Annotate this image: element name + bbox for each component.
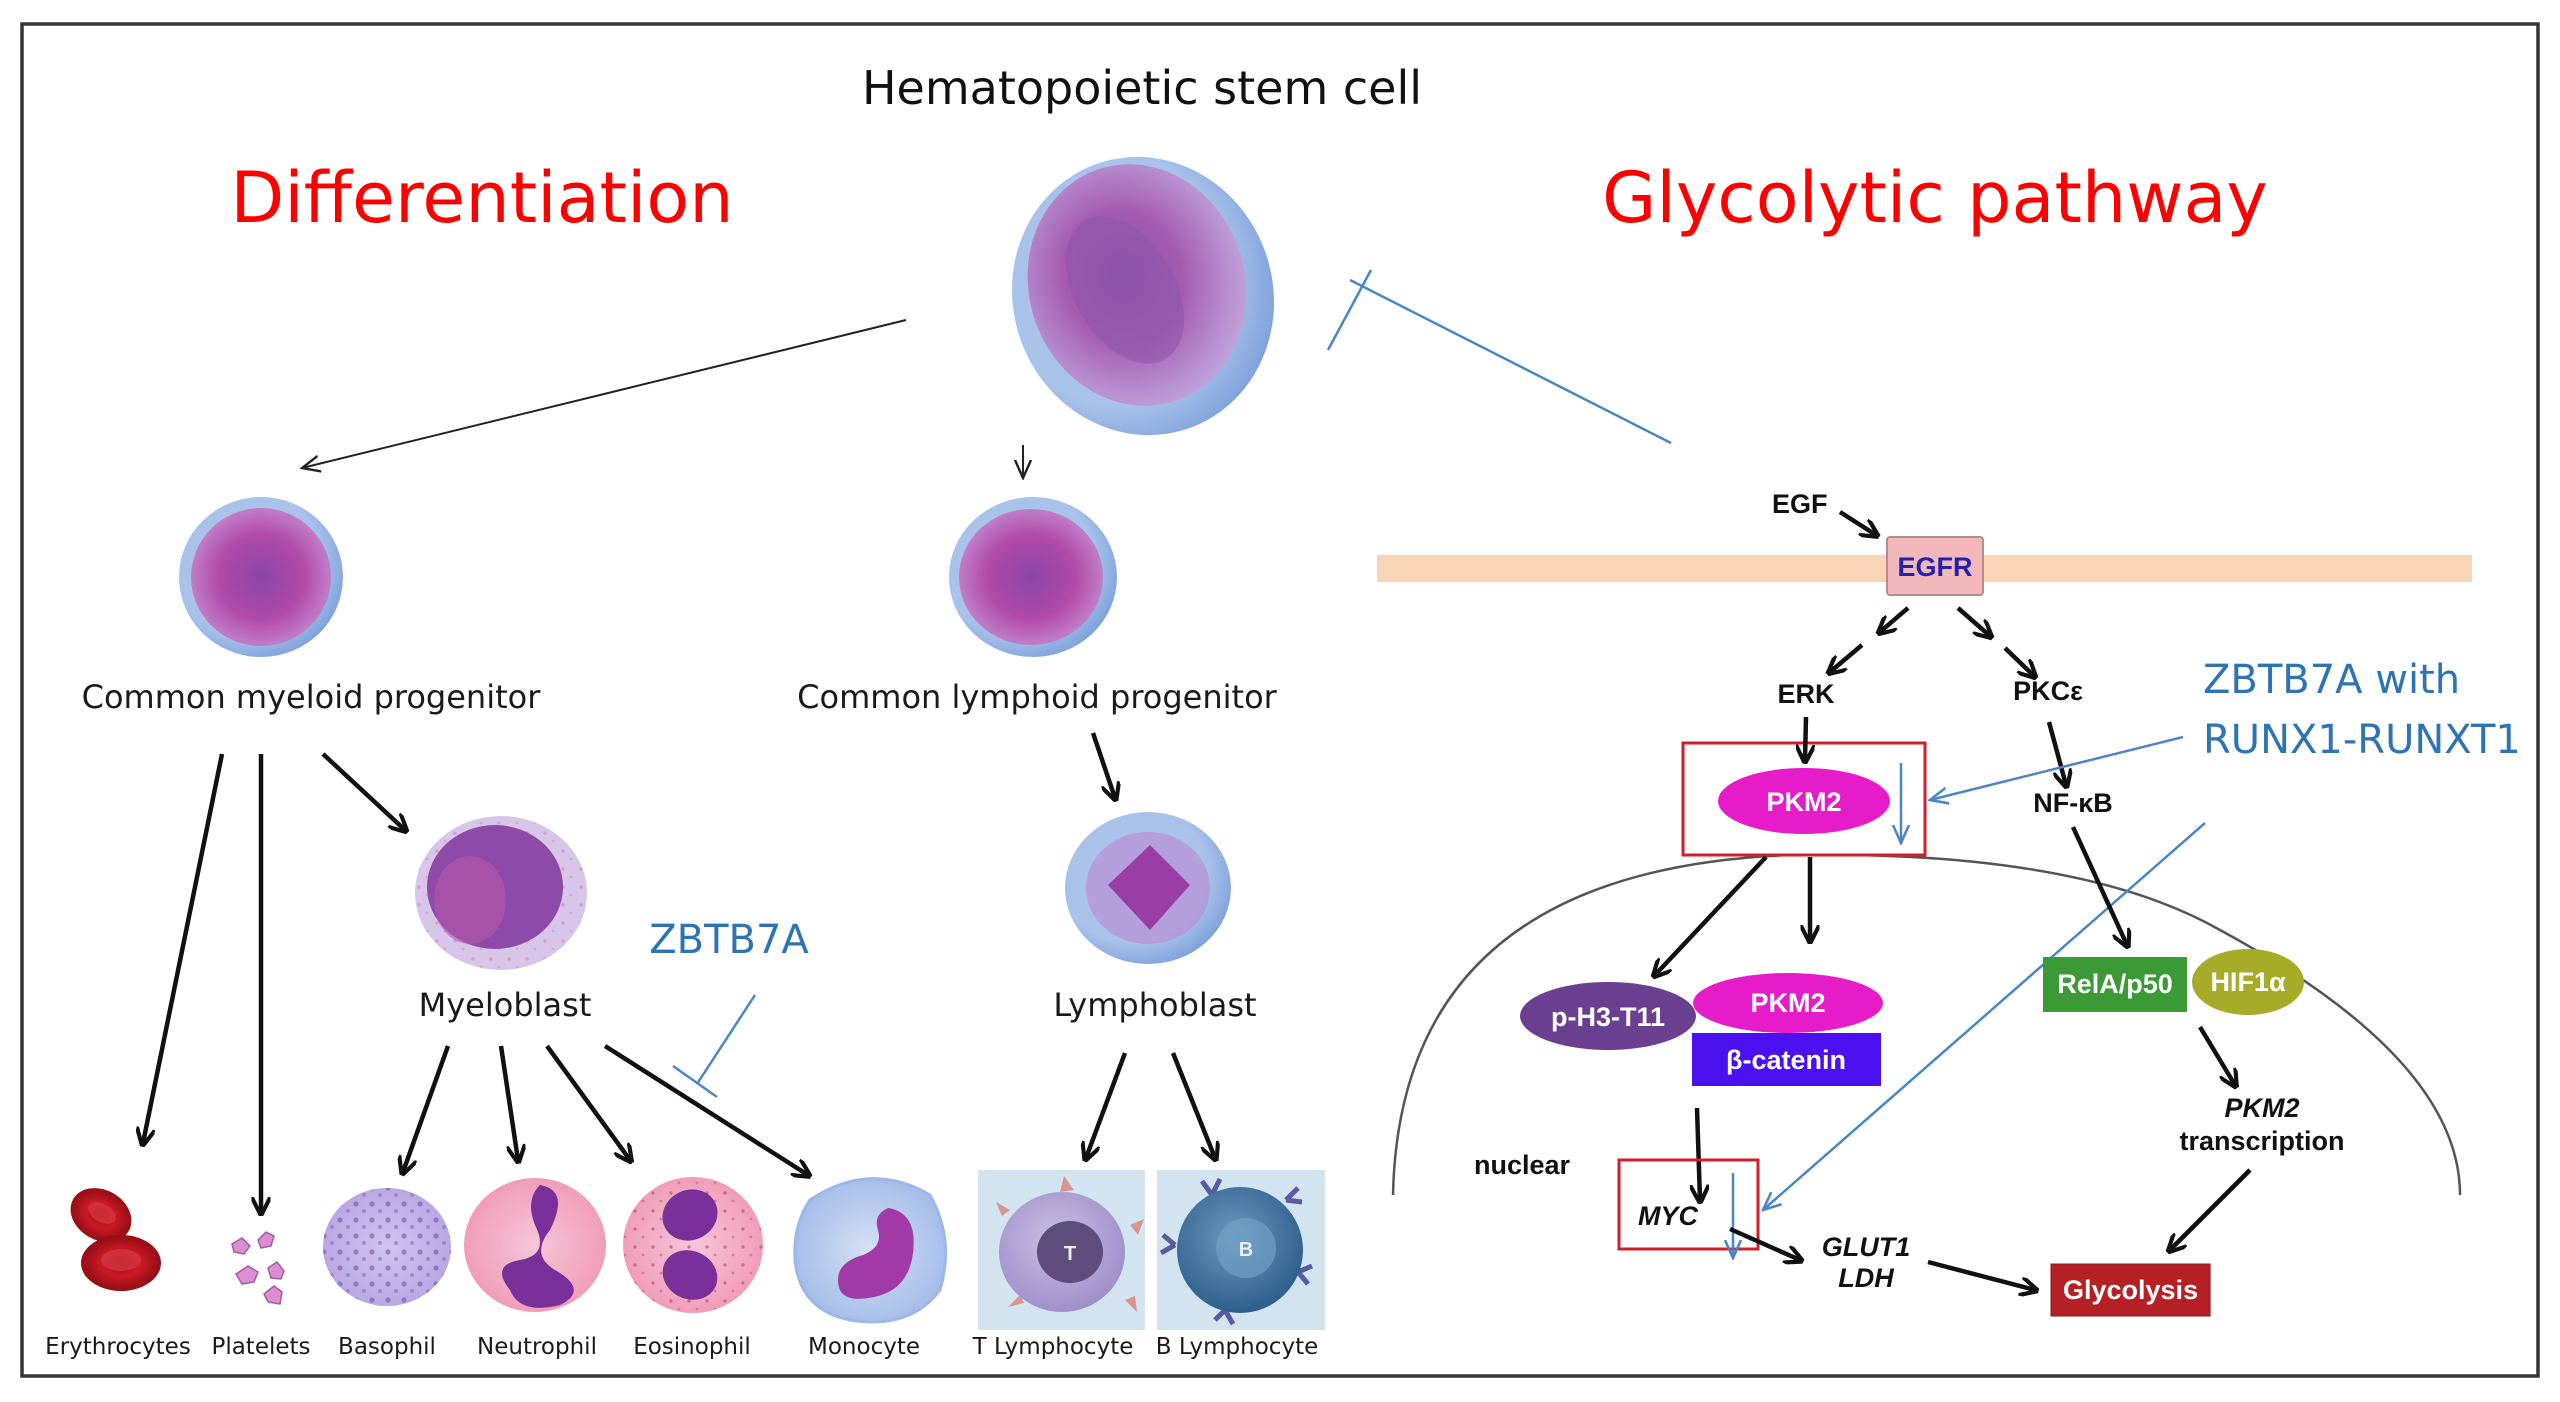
inhibition-bar-zbtb7a xyxy=(672,1064,718,1099)
label-lymphoblast: Lymphoblast xyxy=(1053,986,1256,1024)
neutrophil-illustration xyxy=(464,1178,606,1312)
platelets-illustration xyxy=(231,1231,285,1305)
label-eosinophil: Eosinophil xyxy=(633,1334,751,1360)
lymphoblast-cell xyxy=(1065,812,1231,964)
label-zbtb7a-with: ZBTB7A with xyxy=(2203,657,2460,703)
arrow-pkm2-to-ph3 xyxy=(1655,855,1768,975)
label-nuclear: nuclear xyxy=(1474,1150,1571,1180)
label-b-lymphocyte: B Lymphocyte xyxy=(1156,1334,1318,1360)
label-basophil: Basophil xyxy=(338,1334,436,1360)
heading-glycolytic-pathway: Glycolytic pathway xyxy=(1602,157,2268,239)
label-nfkb: NF-κB xyxy=(2033,788,2113,818)
label-egf: EGF xyxy=(1772,489,1828,519)
myc-highlight-box xyxy=(1617,1158,1760,1251)
t-lymphocyte-illustration: T xyxy=(978,1170,1145,1330)
arrow-egf-to-egfr xyxy=(1838,510,1876,535)
arrow-cmp-to-erythrocytes xyxy=(143,753,225,1143)
label-pkm2-nuclear: PKM2 xyxy=(1750,988,1825,1018)
arrow-myc-to-glut1 xyxy=(1729,1226,1800,1260)
blue-arrow-to-myc xyxy=(1763,822,2206,1210)
arrow-hif-to-transcription xyxy=(2198,1025,2235,1085)
erythrocytes-illustration xyxy=(70,1188,161,1291)
label-erk: ERK xyxy=(1777,679,1835,709)
t-cell-badge: T xyxy=(1064,1243,1076,1265)
egfr-receptor: EGFR xyxy=(1886,536,1984,596)
common-lymphoid-progenitor-cell xyxy=(949,497,1117,657)
rela-p50-node: RelA/p50 xyxy=(2043,957,2187,1012)
nuclear-envelope xyxy=(1391,853,2462,1196)
label-beta-catenin: β-catenin xyxy=(1726,1045,1846,1075)
arrow-myeloblast-to-basophil xyxy=(403,1045,451,1172)
arrow-myeloblast-to-neutrophil xyxy=(498,1045,518,1160)
label-pkm2-transcription: transcription xyxy=(2179,1126,2344,1156)
inhibition-bar-stem xyxy=(1326,269,1373,351)
label-glycolysis: Glycolysis xyxy=(2063,1275,2198,1305)
beta-catenin-node: β-catenin xyxy=(1692,1033,1881,1086)
arrow-egfr-to-erk-2 xyxy=(1830,643,1864,672)
arrow-cmp-to-myeloblast xyxy=(321,752,405,830)
label-glut1: GLUT1 xyxy=(1822,1232,1911,1262)
arrow-pkc-to-nfkb xyxy=(2046,721,2066,785)
p-h3-t11-node: p-H3-T11 xyxy=(1520,982,1696,1050)
arrow-egfr-to-erk-1 xyxy=(1880,606,1910,632)
label-p-h3-t11: p-H3-T11 xyxy=(1551,1002,1665,1032)
myeloblast-cell xyxy=(415,816,587,970)
glycolysis-node: Glycolysis xyxy=(2050,1263,2211,1317)
blue-arrow-to-pkm2 xyxy=(1930,735,2184,800)
arrow-lymphoblast-to-tcell xyxy=(1086,1052,1128,1158)
basophil-illustration xyxy=(323,1188,451,1306)
label-egfr: EGFR xyxy=(1897,552,1972,582)
label-monocyte: Monocyte xyxy=(808,1334,920,1360)
label-myc: MYC xyxy=(1638,1201,1699,1231)
label-common-lymphoid-progenitor: Common lymphoid progenitor xyxy=(797,678,1277,716)
monocyte-illustration xyxy=(793,1177,948,1324)
label-runx1-runxt1: RUNX1-RUNXT1 xyxy=(2203,717,2521,763)
arrow-erk-to-pkm2 xyxy=(1805,716,1806,760)
common-myeloid-progenitor-cell xyxy=(179,497,343,657)
label-common-myeloid-progenitor: Common myeloid progenitor xyxy=(82,678,542,716)
pkm2-cytoplasmic: PKM2 xyxy=(1718,768,1890,834)
label-zbtb7a: ZBTB7A xyxy=(649,917,809,963)
arrow-egfr-to-pkc-2 xyxy=(2003,646,2034,676)
arrow-stem-to-myeloid xyxy=(302,319,907,468)
inhibition-line-glycolysis-to-stem xyxy=(1349,278,1672,445)
arrow-clp-to-lymphoblast xyxy=(1090,732,1115,798)
pkm2-nuclear-node: PKM2 xyxy=(1693,973,1883,1033)
arrow-nfkb-to-rela xyxy=(2070,826,2127,945)
label-pkc-epsilon: PKCε xyxy=(2013,676,2083,706)
label-erythrocytes: Erythrocytes xyxy=(45,1334,191,1360)
hif1a-node: HIF1α xyxy=(2192,949,2304,1015)
label-myeloblast: Myeloblast xyxy=(419,986,592,1024)
figure-frame xyxy=(20,22,2540,1378)
eosinophil-illustration xyxy=(623,1177,763,1313)
arrow-myeloblast-to-eosinophil xyxy=(545,1044,630,1160)
label-pkm2-cyto: PKM2 xyxy=(1766,787,1841,817)
label-neutrophil: Neutrophil xyxy=(477,1334,597,1360)
heading-differentiation: Differentiation xyxy=(230,157,733,239)
label-ldh: LDH xyxy=(1838,1263,1894,1293)
arrow-ldh-to-glycolysis xyxy=(1927,1259,2035,1290)
mature-cell-labels: Erythrocytes Platelets Basophil Neutroph… xyxy=(45,1334,1318,1360)
arrow-egfr-to-pkc-1 xyxy=(1956,606,1990,636)
arrow-transcription-to-glycolysis xyxy=(2170,1168,2252,1250)
label-pkm2-transcription-gene: PKM2 xyxy=(2224,1093,2299,1123)
inhibition-line-zbtb7a xyxy=(695,994,757,1085)
hematopoietic-stem-cell xyxy=(1012,156,1274,436)
b-cell-badge: B xyxy=(1239,1239,1253,1261)
label-t-lymphocyte: T Lymphocyte xyxy=(972,1334,1134,1360)
b-lymphocyte-illustration: B xyxy=(1157,1170,1325,1330)
label-hif1a: HIF1α xyxy=(2210,967,2286,997)
arrow-bcatenin-to-myc xyxy=(1697,1107,1700,1200)
arrow-myeloblast-to-monocyte xyxy=(603,1044,808,1175)
diagram-title: Hematopoietic stem cell xyxy=(862,61,1422,115)
arrow-lymphoblast-to-bcell xyxy=(1170,1052,1215,1158)
label-platelets: Platelets xyxy=(211,1334,310,1360)
label-rela-p50: RelA/p50 xyxy=(2057,969,2173,999)
